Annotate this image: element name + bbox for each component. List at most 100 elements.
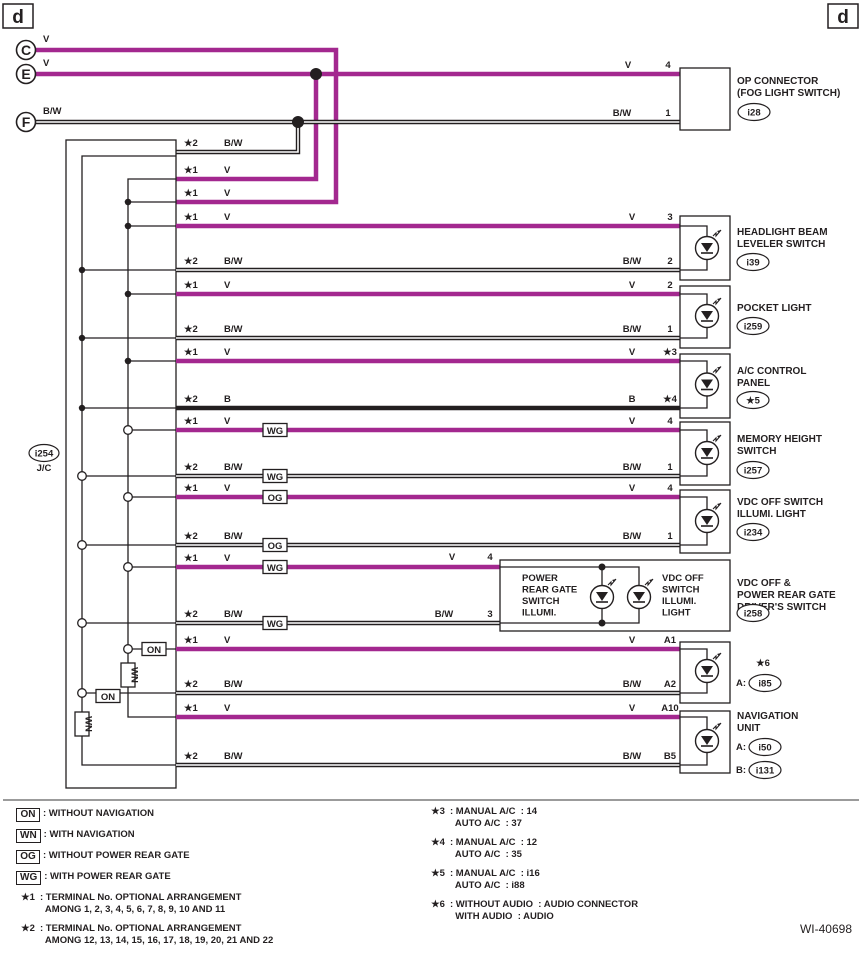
connector-id: i39 bbox=[736, 252, 770, 272]
option-tag-wg: WG bbox=[262, 422, 288, 438]
light-arrow-icon bbox=[712, 297, 722, 306]
connector-id: i234 bbox=[736, 522, 770, 542]
inner-label: ILLUMI. bbox=[522, 608, 556, 619]
legend-text: : WITHOUT AUDIO : AUDIO CONNECTOR WITH A… bbox=[450, 899, 639, 922]
connector-id: ★5 bbox=[736, 390, 770, 410]
wire-color-label: B/W bbox=[613, 108, 632, 119]
arrow-head bbox=[717, 366, 721, 370]
tag-box bbox=[262, 422, 288, 438]
component-name: UNIT bbox=[737, 723, 760, 734]
input-terminal-f: F bbox=[15, 111, 37, 133]
legend-text: : MANUAL A/C : i16 AUTO A/C : i88 bbox=[450, 868, 540, 891]
connector-ellipse bbox=[736, 603, 770, 623]
terminal-circle bbox=[15, 63, 37, 85]
pin-number: 4 bbox=[667, 483, 673, 494]
connector-text: i85 bbox=[758, 679, 772, 690]
splice-dot bbox=[292, 116, 304, 128]
legend-key-box: WG bbox=[16, 871, 42, 885]
option-tag-wg: WG bbox=[262, 468, 288, 484]
terminal-star: ★2 bbox=[184, 462, 198, 473]
legend-item: OG: WITHOUT POWER REAR GATE bbox=[16, 850, 273, 864]
wire-color-label: V bbox=[224, 416, 231, 427]
connector-text: i28 bbox=[747, 108, 760, 119]
connector-text: i257 bbox=[744, 466, 763, 477]
legend-text: : MANUAL A/C : 12 AUTO A/C : 35 bbox=[450, 837, 538, 860]
tag-box bbox=[262, 615, 288, 631]
legend-item: ★5: MANUAL A/C : i16 AUTO A/C : i88 bbox=[426, 868, 638, 892]
wire-color-label: B/W bbox=[224, 462, 243, 473]
legend-item: ★2 : TERMINAL No. OPTIONAL ARRANGEMENT AM… bbox=[16, 923, 273, 947]
wire-color-label: B/W bbox=[224, 138, 243, 149]
arrow-head bbox=[717, 503, 721, 506]
connector-id: i131 bbox=[748, 760, 782, 780]
wire-color-label: V bbox=[449, 552, 456, 563]
wire-color-label: V bbox=[629, 347, 636, 358]
connector-ellipse bbox=[736, 460, 770, 480]
legend-text: : MANUAL A/C : 14 AUTO A/C : 37 bbox=[450, 806, 538, 829]
tag-box bbox=[262, 537, 288, 553]
wire-color-label: V bbox=[629, 703, 636, 714]
wire-color-label: V bbox=[629, 280, 636, 291]
terminal-star: ★2 bbox=[184, 394, 198, 405]
component-name: ILLUMI. LIGHT bbox=[737, 509, 806, 520]
terminal-star: ★2 bbox=[184, 679, 198, 690]
terminal-star: ★1 bbox=[184, 703, 199, 714]
wire-color-label: V bbox=[224, 635, 231, 646]
legend-text: : TERMINAL No. OPTIONAL ARRANGEMENT AMON… bbox=[40, 923, 274, 946]
wire-color-label: V bbox=[224, 280, 231, 291]
arrow-head bbox=[612, 579, 616, 582]
led-icon bbox=[626, 578, 654, 610]
connector-id: i50 bbox=[748, 737, 782, 757]
led-triangle bbox=[701, 243, 713, 252]
wire-color-label: V bbox=[629, 212, 636, 223]
terminal-letter: E bbox=[21, 66, 30, 82]
terminal-star: ★1 bbox=[184, 553, 199, 564]
splice-dot bbox=[124, 357, 132, 365]
option-tag-on: ON bbox=[141, 641, 167, 657]
pin-number: 3 bbox=[487, 609, 492, 620]
splice-dot bbox=[124, 290, 132, 298]
inner-label: LIGHT bbox=[662, 608, 691, 619]
wire-color-label: V bbox=[224, 483, 231, 494]
tag-text: OG bbox=[268, 493, 283, 504]
wire-color-label: B/W bbox=[623, 751, 642, 762]
component-name: MEMORY HEIGHT bbox=[737, 434, 822, 445]
wire-color-label: V bbox=[224, 703, 231, 714]
light-arrow-icon bbox=[607, 578, 617, 587]
wire-c bbox=[36, 47, 339, 205]
wire-color-label: B bbox=[224, 394, 231, 405]
legend-star: ★2 bbox=[21, 923, 35, 934]
arrow-head bbox=[717, 298, 721, 301]
option-tag-og: OG bbox=[262, 489, 288, 505]
connector-ellipse bbox=[748, 737, 782, 757]
terminal-star: ★1 bbox=[184, 483, 199, 494]
led-icon bbox=[694, 502, 722, 534]
wire-color-label: B/W bbox=[224, 531, 243, 542]
tag-box bbox=[74, 711, 90, 737]
connector-id: i85 bbox=[748, 673, 782, 693]
pin-number: 4 bbox=[487, 552, 493, 563]
legend-item: ★6: WITHOUT AUDIO : AUDIO CONNECTOR WITH… bbox=[426, 899, 638, 923]
splice-dot bbox=[310, 68, 322, 80]
wire-color-label: B/W bbox=[623, 462, 642, 473]
tag-text: ON bbox=[101, 692, 115, 703]
inner-label: POWER bbox=[522, 573, 558, 584]
splice-dot bbox=[78, 334, 86, 342]
connector-prefix: B: bbox=[736, 765, 746, 776]
wire-color-label: V bbox=[629, 635, 636, 646]
optional-splice bbox=[123, 562, 133, 572]
tag-box bbox=[120, 662, 136, 688]
pin-number: 4 bbox=[667, 416, 673, 427]
pin-number: ★3 bbox=[663, 347, 677, 358]
led-icon bbox=[694, 297, 722, 329]
wire-color-label: B/W bbox=[623, 324, 642, 335]
terminal-star: ★1 bbox=[184, 165, 199, 176]
light-arrow-icon bbox=[712, 229, 722, 238]
legend-star: ★1 bbox=[21, 892, 35, 903]
component-name: NAVIGATION bbox=[737, 711, 798, 722]
component-name: (FOG LIGHT SWITCH) bbox=[737, 88, 840, 99]
wires bbox=[3, 47, 859, 801]
splice-dot bbox=[598, 563, 606, 571]
connector-id: i258 bbox=[736, 603, 770, 623]
